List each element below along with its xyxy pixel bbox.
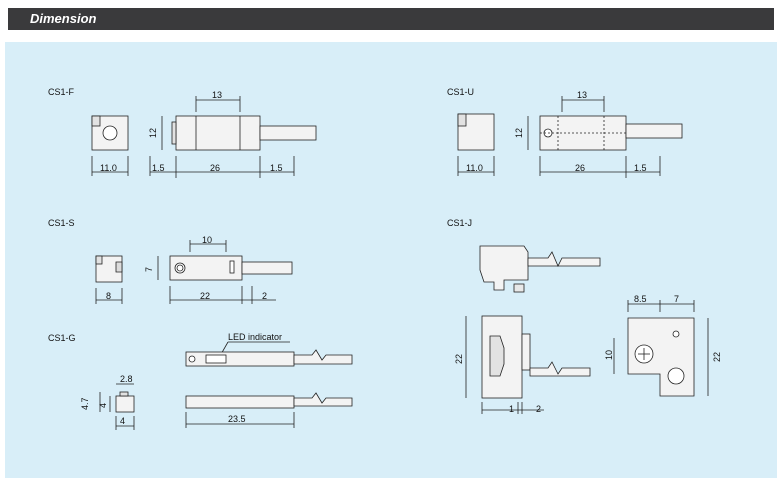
cs1-g-label: CS1-G (48, 333, 76, 343)
cs1-f-front-view (175, 115, 261, 151)
cs1-f-length: 26 (210, 163, 220, 173)
cs1-f-left-gap: 1.5 (152, 163, 165, 173)
cs1-f-cable (259, 125, 317, 141)
cs1-f-label: CS1-F (48, 87, 75, 97)
cs1-j-top2: 7 (674, 294, 679, 304)
cs1-j-side-h: 10 (604, 350, 614, 360)
cs1-f-height-dim: 12 (148, 128, 158, 138)
cs1-g-top-dim: 2.8 (120, 374, 133, 384)
cs1-f-right-gap: 1.5 (270, 163, 283, 173)
cs1-u-front-view (539, 115, 627, 151)
cs1-j-right-h: 22 (712, 352, 722, 362)
cs1-s-height-dim: 7 (144, 267, 154, 272)
cs1-u-top-dim: 13 (577, 90, 587, 100)
cs1-s-length: 22 (200, 291, 210, 301)
cs1-j-top-view (479, 245, 529, 291)
cs1-g-cable-top (293, 349, 353, 365)
cs1-j-cable-top (527, 251, 601, 267)
cs1-j-w2: 2 (536, 404, 541, 414)
cs1-f-drawing: CS1-F 11.0 13 12 1.5 26 1.5 (48, 87, 317, 178)
cs1-j-w1: 1 (509, 404, 514, 414)
cs1-u-label: CS1-U (447, 87, 474, 97)
cs1-u-right-gap: 1.5 (634, 163, 647, 173)
cs1-g-h2: 4 (98, 403, 108, 408)
cs1-g-h1: 4.7 (80, 397, 90, 410)
cs1-s-cable (241, 261, 293, 275)
cs1-j-cable-front (529, 361, 591, 377)
section-title: Dimension (30, 11, 97, 26)
cs1-u-drawing: CS1-U 11.0 13 12 26 1.5 (447, 87, 683, 178)
cs1-u-cable (625, 123, 683, 139)
cs1-s-width-side: 8 (106, 291, 111, 301)
cs1-g-side-view (115, 395, 135, 413)
section-header: Dimension (8, 8, 774, 30)
cs1-s-right-gap: 2 (262, 291, 267, 301)
cs1-f-top-dim: 13 (212, 90, 222, 100)
cs1-j-label: CS1-J (447, 218, 472, 228)
cs1-s-top-dim: 10 (202, 235, 212, 245)
cs1-u-height-dim: 12 (514, 128, 524, 138)
cs1-u-length: 26 (575, 163, 585, 173)
cs1-j-height-dim: 22 (454, 354, 464, 364)
cs1-j-drawing: CS1-J 22 1 2 8.5 7 10 22 (447, 218, 722, 414)
cs1-s-drawing: CS1-S 8 10 7 22 2 (48, 218, 293, 304)
cs1-u-width-side: 11.0 (466, 163, 483, 173)
led-indicator-label: LED indicator (228, 332, 282, 342)
cs1-g-front-view (185, 395, 295, 409)
cs1-g-cable-front (293, 392, 353, 407)
cs1-j-top1: 8.5 (634, 294, 647, 304)
cs1-g-drawing: CS1-G LED indicator 23.5 2.8 4.7 4 4 (48, 332, 353, 430)
cs1-s-label: CS1-S (48, 218, 75, 228)
cs1-g-length: 23.5 (228, 414, 246, 424)
led-indicator (205, 354, 227, 364)
cs1-f-width-side: 11.0 (100, 163, 117, 173)
cs1-g-width-side: 4 (120, 416, 125, 426)
cs1-g-top-view (185, 351, 295, 367)
